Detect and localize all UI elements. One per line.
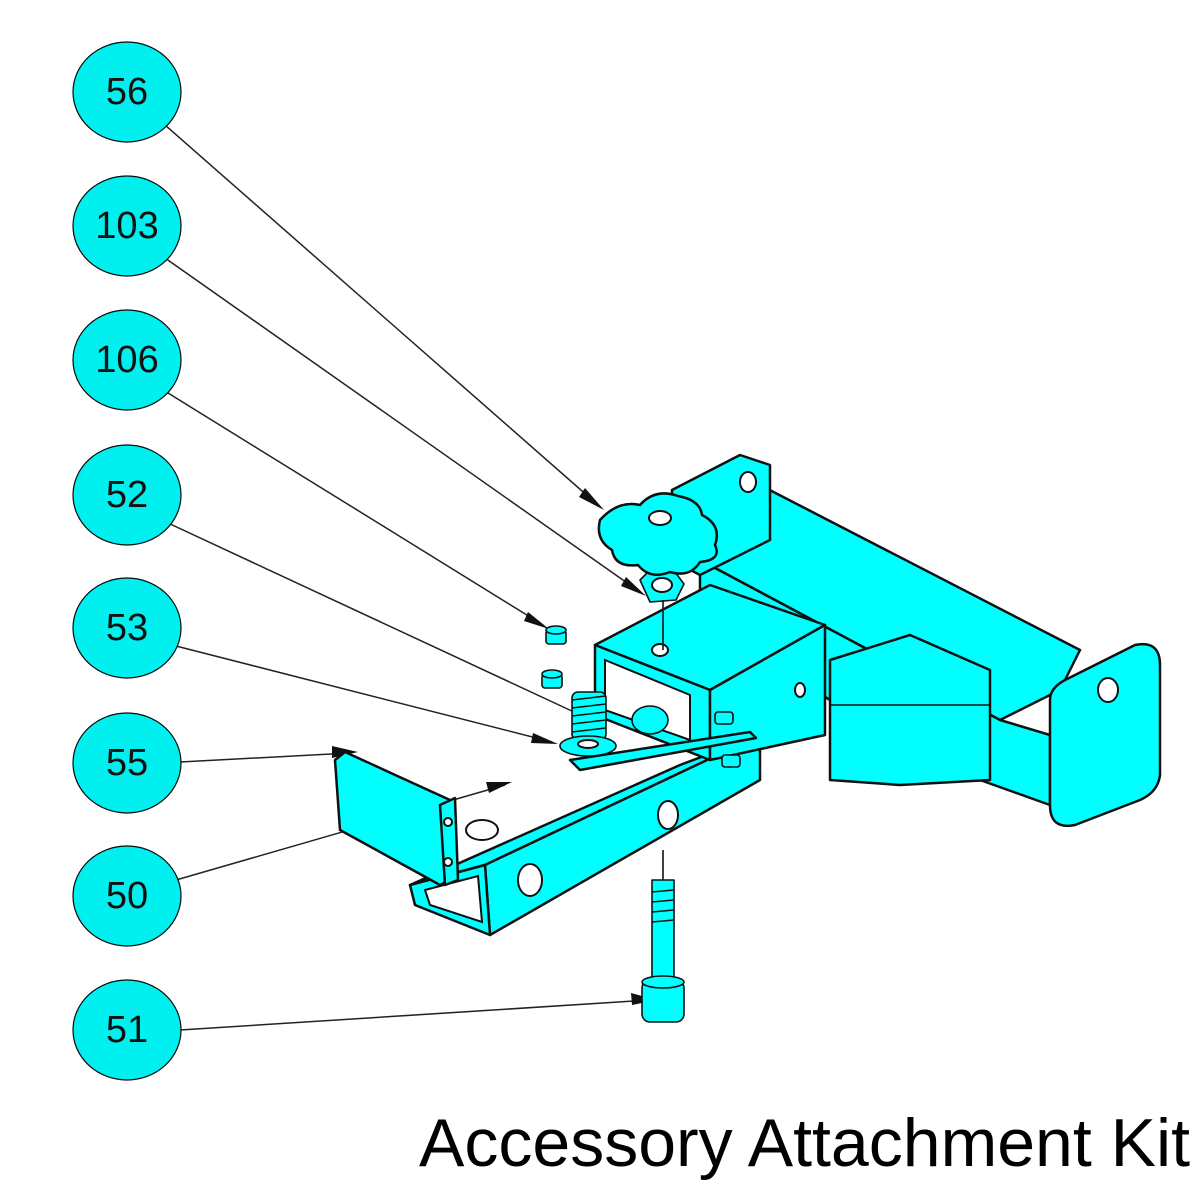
arrowhead-56 (579, 488, 604, 510)
flat-bracket (568, 730, 758, 772)
balloon-52-label: 52 (106, 474, 148, 516)
spring-coil-3 (571, 711, 607, 717)
balloon-55: 55 (72, 712, 182, 814)
balloon-53-label: 53 (106, 607, 148, 649)
diagram-caption: Accessory Attachment Kit (419, 1105, 1190, 1181)
right-end-plate (1048, 642, 1162, 828)
housing-bolt-2 (721, 754, 741, 768)
nut-hole (651, 577, 673, 593)
balloon-103: 103 (72, 175, 182, 277)
knob-center-hole (648, 510, 672, 526)
leader-55 (179, 752, 351, 763)
housing-collar (631, 705, 669, 735)
housing-top-hole (651, 643, 669, 657)
small-bolts (541, 625, 741, 768)
side-plate (333, 750, 452, 887)
leader-103 (164, 257, 641, 593)
balloon-56: 56 (72, 41, 182, 143)
balloon-106-label: 106 (95, 339, 158, 381)
side-plate-hole-1 (443, 817, 453, 827)
leader-lines (164, 124, 657, 1031)
tube-hole-2 (657, 800, 679, 830)
long-bolt-shank (651, 879, 675, 986)
long-bolt-head-top (641, 975, 685, 989)
long-bolt-thread-3 (651, 909, 675, 913)
housing-bolt-1 (714, 711, 734, 725)
balloon-50-label: 50 (106, 875, 148, 917)
balloon-51: 51 (72, 979, 182, 1081)
leader-56 (164, 124, 599, 506)
leader-106 (167, 392, 544, 626)
leader-51 (179, 999, 651, 1031)
housing-side-hole (794, 682, 806, 698)
washer-hole (577, 739, 599, 749)
arrowhead-103 (621, 577, 646, 596)
long-bolt (641, 879, 685, 1023)
arrowhead-50 (486, 782, 512, 793)
tube-hole-3 (465, 819, 499, 841)
balloon-55-label: 55 (106, 742, 148, 784)
spring-coil-2 (571, 703, 607, 709)
leader-52 (167, 522, 575, 713)
balloon-51-label: 51 (106, 1009, 148, 1051)
balloon-106: 106 (72, 309, 182, 411)
side-plate-hole-2 (443, 857, 453, 867)
spring (571, 691, 607, 741)
main-tube-bore (423, 874, 484, 924)
housing-side (708, 623, 827, 762)
long-bolt-thread-2 (651, 899, 675, 903)
balloon-50: 50 (72, 845, 182, 947)
long-bolt-thread-4 (651, 919, 675, 923)
callout-balloons: 56 103 106 52 53 55 50 51 (72, 41, 182, 1081)
balloon-56-label: 56 (106, 71, 148, 113)
spring-coil-1 (571, 695, 607, 701)
assembly-drawing (333, 453, 1162, 1023)
upper-plate-hole (739, 471, 757, 493)
balloon-103-label: 103 (95, 205, 158, 247)
arrowhead-53 (531, 733, 558, 744)
spring-coil-4 (571, 719, 607, 725)
arrowhead-106 (524, 612, 549, 629)
small-bolt-2-head (541, 669, 563, 679)
leader-53 (171, 644, 553, 743)
center-gusset (828, 633, 992, 787)
small-bolt-1-head (545, 625, 567, 635)
spring-coil-5 (571, 727, 607, 733)
balloon-52: 52 (72, 444, 182, 546)
long-bolt-thread-1 (651, 889, 675, 893)
balloon-53: 53 (72, 577, 182, 679)
right-plate-hole (1097, 677, 1119, 703)
tube-hole-1 (517, 863, 543, 897)
star-knob (597, 492, 719, 577)
